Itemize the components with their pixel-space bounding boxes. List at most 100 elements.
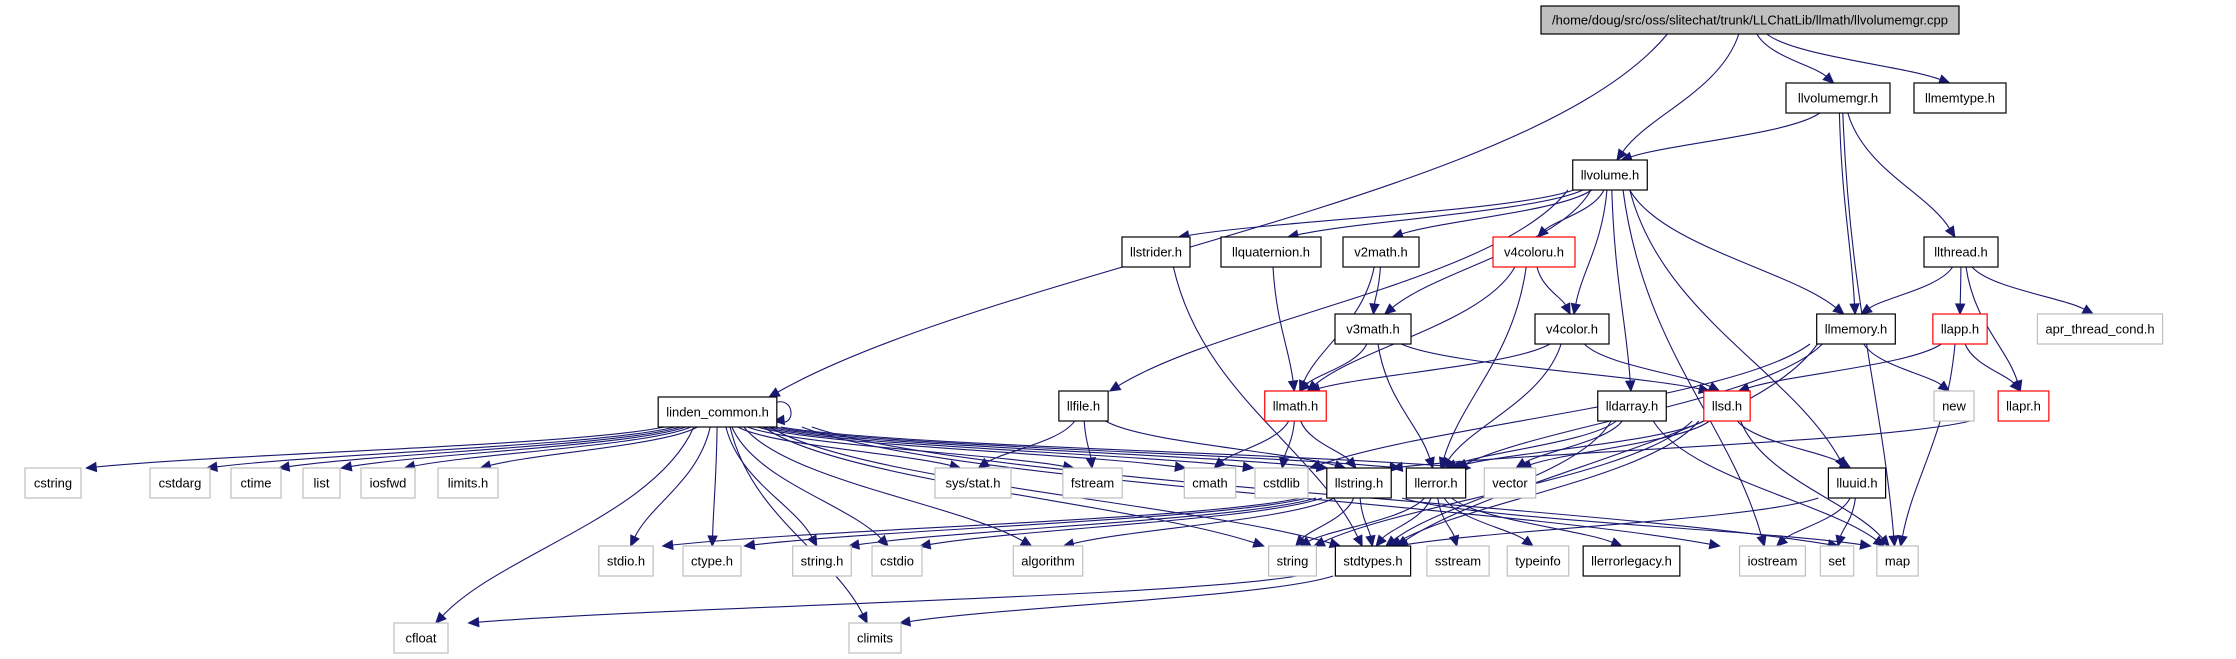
arrowhead-icon [1570,302,1582,316]
arrowhead-icon [1019,536,1033,547]
edge-llvolume_h-to-llfile_h [1108,189,1569,392]
node-label: string.h [801,554,844,569]
node-label: sstream [1435,554,1481,569]
node-llmemory-h[interactable]: llmemory.h [1816,313,1896,345]
edge-line [1272,266,1294,382]
node-llquaternion-h[interactable]: llquaternion.h [1220,236,1322,268]
node-llvolumemgr-h[interactable]: llvolumemgr.h [1785,82,1891,114]
node-box [302,467,341,499]
edge-llvolume_h-to-lluuid_h [1629,189,1846,470]
node-cstdlib: cstdlib [1254,467,1309,499]
edge-line [756,426,1176,468]
edge-line [634,426,711,538]
node-box [1426,545,1490,577]
edge-line [1373,266,1381,305]
node-llmemtype-h[interactable]: llmemtype.h [1913,82,2007,114]
arrowhead-icon [1707,381,1721,392]
node-label: new [1942,399,1966,414]
edge-line [1073,497,1335,545]
node-label: llapr.h [2006,399,2041,414]
arrowhead-icon [1313,536,1326,547]
node-box [1540,5,1960,35]
node-vector: vector [1483,467,1537,499]
node-root[interactable]: /home/doug/src/oss/slitechat/trunk/LLCha… [1540,5,1960,35]
edge-llerror_h-to-typeinfo [1443,497,1534,547]
node-ctype-h: ctype.h [682,545,742,577]
edge-llstring_h-to-stdtypes_h [1359,497,1376,548]
arrowhead-icon [1822,72,1835,84]
node-llvolume-h[interactable]: llvolume.h [1572,159,1648,191]
node-llerror-h[interactable]: llerror.h [1405,467,1467,499]
edge-llmemory_h-to-new [1863,343,1951,392]
edge-llmath_h-to-cmath [1213,420,1290,469]
node-box [1506,545,1570,577]
node-box [1254,467,1309,499]
edge-line [1454,420,1617,465]
node-llstring-h[interactable]: llstring.h [1326,467,1392,499]
arrowhead-icon [772,414,786,426]
edge-line [1838,112,1856,305]
node-lldarray-h[interactable]: lldarray.h [1597,390,1667,422]
node-label: llmemtype.h [1925,91,1995,106]
node-box [1264,390,1327,422]
arrowhead-icon [847,539,860,550]
edge-line [1965,266,2018,382]
arrowhead-icon [630,534,640,548]
arrowhead-icon [1298,379,1311,392]
node-climits: climits [848,622,902,654]
edge-line [1308,497,1425,542]
node-new: new [1933,390,1975,422]
node-stdtypes-h[interactable]: stdtypes.h [1334,545,1412,577]
edge-line [1301,497,1355,539]
node-llsd-h[interactable]: llsd.h [1703,390,1751,422]
node-box [1405,467,1467,499]
edge-llquaternion_h-to-llmath_h [1272,266,1299,393]
node-linden-common-h[interactable]: linden_common.h [657,396,778,428]
edge-llvolume_h-to-llquaternion_h [1286,189,1584,240]
edge-line [1382,497,1432,539]
node-set: set [1819,545,1855,577]
edge-linden_common_h-to-cstring [85,426,665,473]
node-llfile-h[interactable]: llfile.h [1058,390,1109,422]
node-box [598,545,654,577]
node-string-h: string.h [792,545,852,577]
node-v2math-h[interactable]: v2math.h [1342,236,1420,268]
node-v4coloru-h[interactable]: v4coloru.h [1492,236,1576,268]
edge-v4color_h-to-llmath_h [1308,343,1551,394]
arrowhead-icon [807,534,818,548]
edge-line [1629,189,1841,460]
edge-line [777,33,1668,393]
node-label: algorithm [1021,554,1074,569]
edge-line [1964,343,2015,384]
node-llmath-h[interactable]: llmath.h [1264,390,1327,422]
arrowhead-icon [1937,380,1951,392]
node-llapr-h[interactable]: llapr.h [1997,390,2050,422]
node-box [934,467,1012,499]
node-label: cstdio [880,554,914,569]
arrowhead-icon [1775,535,1789,547]
node-llstrider-h[interactable]: llstrider.h [1121,236,1191,268]
node-llerrorlegacy-h[interactable]: llerrorlegacy.h [1582,545,1681,577]
node-box [1819,545,1855,577]
edge-linden_common_h-to-string_h [725,426,818,548]
arrowhead-icon [1252,537,1265,548]
arrowhead-icon [1756,534,1767,548]
edge-line [442,426,695,617]
node-cfloat: cfloat [393,622,449,654]
node-v4color-h[interactable]: v4color.h [1534,313,1610,345]
node-label: ctime [240,476,271,491]
node-v3math-h[interactable]: v3math.h [1334,313,1412,345]
node-lluuid-h[interactable]: lluuid.h [1827,467,1887,499]
edge-line [478,575,1297,623]
node-llapp-h[interactable]: llapp.h [1932,313,1988,345]
node-label: apr_thread_cond.h [2045,322,2154,337]
edge-line [754,497,1308,546]
edge-v3math_h-to-llsd_h [1401,343,1711,394]
node-label: lldarray.h [1606,399,1659,414]
node-label: iostream [1748,554,1798,569]
edge-line [1622,33,1740,153]
edge-llapp_h-to-map [1897,343,1956,548]
arrowhead-icon [467,616,480,628]
edge-linden_common_h-to-ctime [277,426,681,472]
node-llthread-h[interactable]: llthread.h [1923,236,1999,268]
